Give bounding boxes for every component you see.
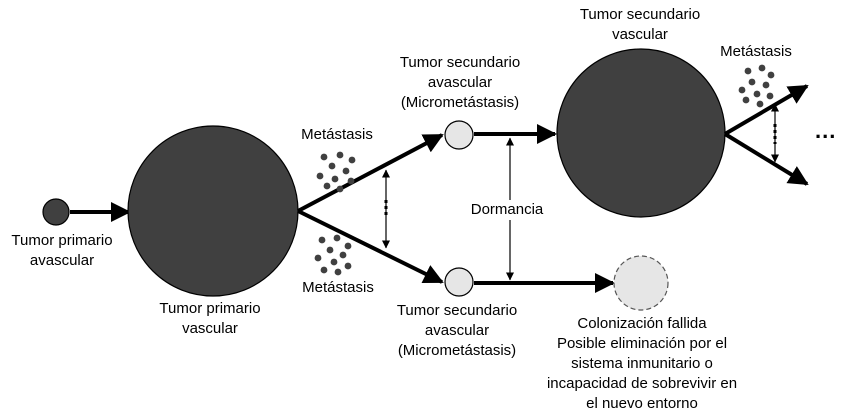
label-primary-avascular-line2: avascular bbox=[29, 252, 95, 269]
label-micro-upper-line1: Tumor secundario bbox=[399, 54, 521, 71]
label-failed-colonization: Colonización fallida Posible eliminación… bbox=[547, 314, 737, 414]
label-micro-upper-line3: (Micrometástasis) bbox=[400, 94, 520, 111]
metastasis-cells-lower bbox=[314, 234, 352, 276]
label-primary-vascular-line1: Tumor primario bbox=[159, 300, 261, 317]
label-failed-colonization-line4: incapacidad de sobrevivir en bbox=[546, 375, 738, 392]
failed-colonization-circle bbox=[613, 255, 669, 311]
label-micro-upper-line2: avascular bbox=[427, 74, 493, 91]
label-metastasis-upper-text: Metástasis bbox=[301, 126, 373, 143]
label-dormancy: Dormancia bbox=[468, 200, 546, 220]
metastasis-cells-upper bbox=[316, 151, 356, 193]
label-dormancy-text: Dormancia bbox=[470, 201, 544, 218]
label-micro-upper: Tumor secundario avascular (Micrometásta… bbox=[400, 53, 520, 113]
label-primary-avascular-line1: Tumor primario bbox=[11, 232, 113, 249]
arrow-to-lower-micrometastasis bbox=[297, 209, 444, 284]
label-secondary-vascular-line1: Tumor secundario bbox=[579, 6, 701, 23]
label-metastasis-upper: Metástasis bbox=[301, 125, 373, 145]
arrow-right-upper bbox=[723, 84, 809, 136]
continuation-ellipsis: ... bbox=[815, 118, 837, 143]
arrow-right-lower bbox=[723, 132, 809, 186]
label-primary-vascular-line2: vascular bbox=[182, 320, 238, 337]
label-micro-lower: Tumor secundario avascular (Micrometásta… bbox=[397, 301, 517, 361]
label-primary-vascular: Tumor primario vascular bbox=[159, 299, 260, 339]
label-metastasis-lower-text: Metástasis bbox=[302, 279, 374, 296]
label-metastasis-lower: Metástasis bbox=[302, 278, 374, 298]
label-metastasis-right: Metástasis bbox=[720, 42, 792, 62]
arrow-to-upper-micrometastasis bbox=[297, 133, 444, 213]
label-secondary-vascular-line2: vascular bbox=[612, 26, 668, 43]
upper-micrometastasis bbox=[444, 120, 474, 150]
secondary-vascular-tumor bbox=[556, 48, 726, 218]
label-micro-lower-line1: Tumor secundario bbox=[396, 302, 518, 319]
label-micro-lower-line2: avascular bbox=[424, 322, 490, 339]
label-failed-colonization-line5: el nuevo entorno bbox=[586, 395, 698, 412]
label-primary-avascular: Tumor primario avascular bbox=[11, 231, 112, 271]
primary-vascular-tumor bbox=[127, 125, 299, 297]
label-secondary-vascular: Tumor secundario vascular bbox=[580, 5, 700, 45]
label-failed-colonization-line3: sistema inmunitario o bbox=[571, 355, 713, 372]
label-failed-colonization-line2: Posible eliminación por el bbox=[556, 335, 728, 352]
label-failed-colonization-line1: Colonización fallida bbox=[577, 315, 707, 332]
label-micro-lower-line3: (Micrometástasis) bbox=[397, 342, 517, 359]
label-metastasis-right-text: Metástasis bbox=[720, 43, 792, 60]
lower-micrometastasis bbox=[444, 267, 474, 297]
metastasis-cells-right bbox=[738, 64, 775, 108]
primary-avascular-tumor bbox=[42, 198, 70, 226]
